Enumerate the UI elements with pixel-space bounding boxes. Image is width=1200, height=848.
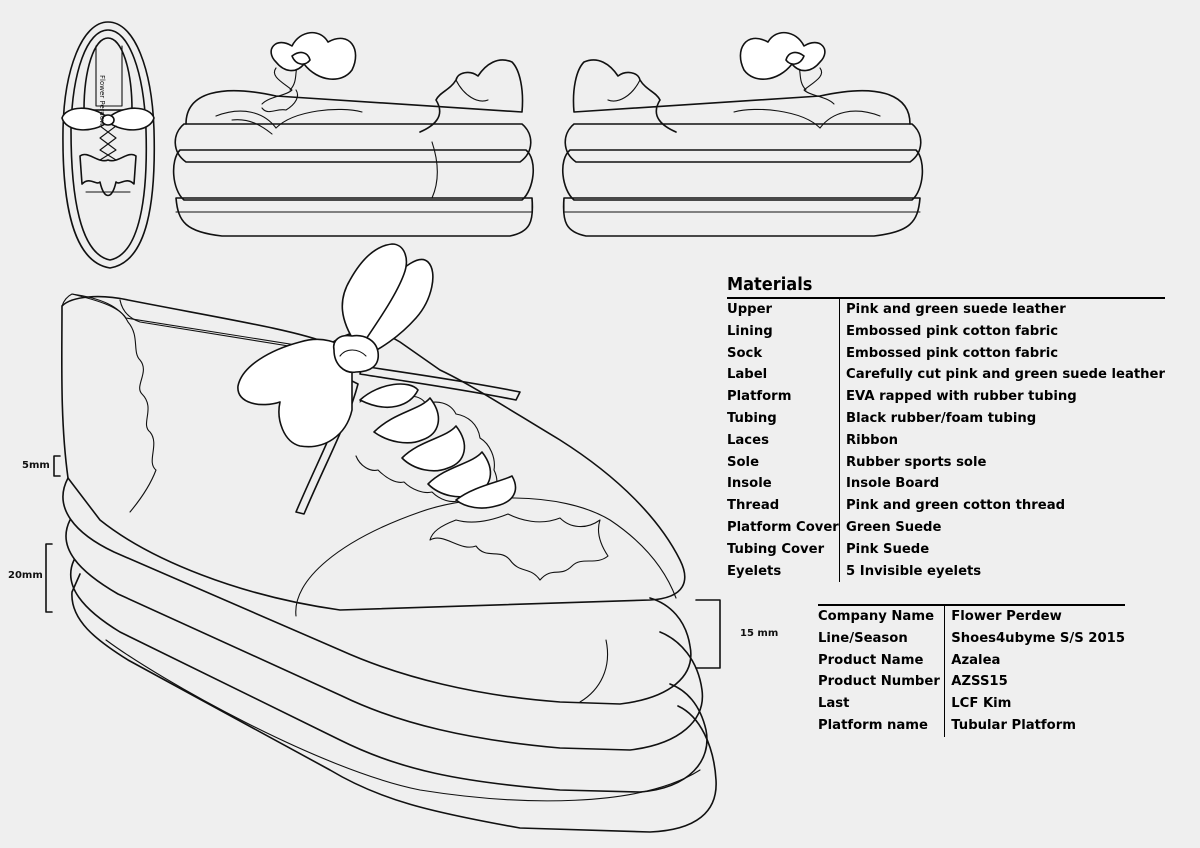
- company-key: Company Name: [818, 606, 946, 628]
- table-row: Upper Pink and green suede leather: [727, 299, 1165, 321]
- main-perspective-drawing: [60, 243, 717, 833]
- material-key: Label: [727, 364, 841, 387]
- table-row: Laces Ribbon: [727, 429, 1165, 452]
- company-value: AZSS15: [951, 674, 1008, 690]
- material-value: EVA rapped with rubber tubing: [846, 389, 1077, 405]
- company-value: Flower Perdew: [951, 609, 1062, 624]
- material-value: 5 Invisible eyelets: [846, 563, 982, 579]
- company-value: Shoes4ubyme S/S 2015: [951, 630, 1125, 646]
- table-row: Tubing Black rubber/foam tubing: [727, 407, 1165, 430]
- platform-dimension-label: 20mm: [8, 570, 43, 581]
- material-value: Pink Suede: [846, 541, 930, 557]
- material-key: Upper: [727, 299, 841, 321]
- material-key: Tubing Cover: [727, 538, 841, 561]
- table-row: Platform name Tubular Platform: [818, 714, 1125, 737]
- company-key: Product Name: [818, 649, 946, 672]
- material-key: Platform Cover: [727, 516, 841, 539]
- material-value: Pink and green cotton thread: [846, 498, 1066, 514]
- side-view-left-drawing: [172, 31, 534, 237]
- table-row: Insole Insole Board: [727, 473, 1165, 496]
- company-value: LCF Kim: [951, 696, 1012, 712]
- material-value: Ribbon: [846, 432, 899, 448]
- table-row: Company Name Flower Perdew: [818, 606, 1125, 628]
- sole-dimension-label: 5mm: [22, 460, 50, 471]
- table-row: Lining Embossed pink cotton fabric: [727, 320, 1165, 343]
- table-row: Platform Cover Green Suede: [727, 516, 1165, 539]
- company-value: Azalea: [951, 652, 1001, 668]
- material-value: Pink and green suede leather: [846, 302, 1066, 317]
- company-key: Line/Season: [818, 627, 946, 650]
- material-value: Rubber sports sole: [846, 454, 987, 470]
- material-key: Sole: [727, 451, 841, 474]
- company-divider: [818, 604, 1125, 606]
- material-value: Embossed pink cotton fabric: [846, 345, 1059, 361]
- side-view-right-drawing: [562, 31, 924, 237]
- material-key: Insole: [727, 473, 841, 496]
- company-key: Platform name: [818, 714, 946, 737]
- table-row: Tubing Cover Pink Suede: [727, 538, 1165, 561]
- table-row: Thread Pink and green cotton thread: [727, 495, 1165, 517]
- front-dimension-label: 15 mm: [740, 628, 779, 639]
- top-view-drawing: [61, 21, 156, 269]
- table-row: Line/Season Shoes4ubyme S/S 2015: [818, 627, 1125, 650]
- table-row: Label Carefully cut pink and green suede …: [727, 364, 1165, 387]
- table-row: Last LCF Kim: [818, 693, 1125, 715]
- table-row: Eyelets 5 Invisible eyelets: [727, 560, 1165, 583]
- inside-label-text: Flower Perdew: [98, 75, 106, 126]
- material-value: Black rubber/foam tubing: [846, 410, 1037, 426]
- table-row: Product Name Azalea: [818, 649, 1125, 672]
- company-key: Last: [818, 693, 946, 715]
- company-value: Tubular Platform: [951, 717, 1076, 733]
- materials-title: Materials: [727, 274, 1165, 299]
- table-row: Sock Embossed pink cotton fabric: [727, 342, 1165, 365]
- material-key: Thread: [727, 495, 841, 517]
- material-value: Insole Board: [846, 476, 940, 492]
- table-row: Sole Rubber sports sole: [727, 451, 1165, 474]
- material-key: Sock: [727, 342, 841, 365]
- material-key: Lining: [727, 320, 841, 343]
- company-key: Product Number: [818, 671, 946, 694]
- dimension-markers: [45, 455, 721, 669]
- material-value: Carefully cut pink and green suede leath…: [846, 367, 1165, 383]
- material-key: Tubing: [727, 407, 841, 430]
- company-section: Company Name Flower Perdew Line/Season Sho…: [818, 604, 1125, 737]
- material-value: Embossed pink cotton fabric: [846, 323, 1059, 339]
- materials-section: Materials Upper Pink and green suede leat…: [727, 274, 1165, 583]
- company-table: Company Name Flower Perdew Line/Season Sho…: [818, 606, 1125, 737]
- material-key: Platform: [727, 386, 841, 408]
- materials-table: Upper Pink and green suede leather Lining…: [727, 299, 1165, 583]
- material-value: Green Suede: [846, 519, 942, 535]
- material-key: Eyelets: [727, 560, 841, 583]
- table-row: Platform EVA rapped with rubber tubing: [727, 386, 1165, 408]
- material-key: Laces: [727, 429, 841, 452]
- table-row: Product Number AZSS15: [818, 671, 1125, 694]
